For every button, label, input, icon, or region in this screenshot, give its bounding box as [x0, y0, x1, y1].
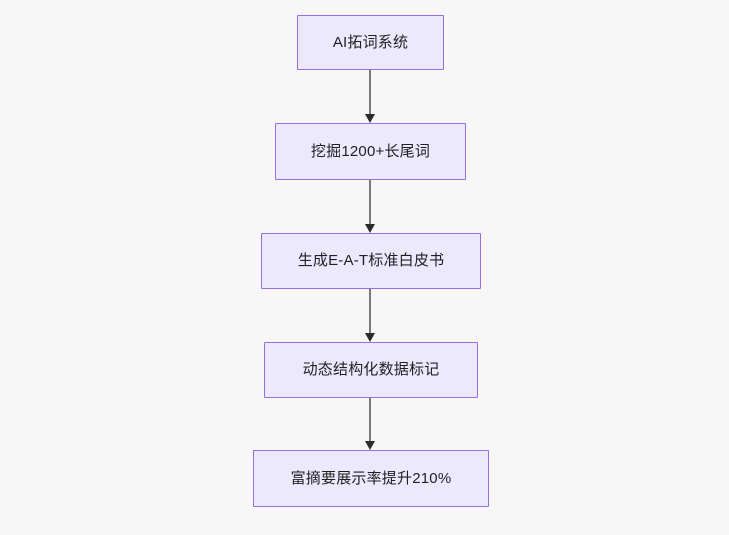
edge-line — [369, 70, 371, 115]
flow-node-mine-longtail-keywords[interactable]: 挖掘1200+长尾词 — [275, 123, 466, 180]
arrowhead-icon — [365, 114, 375, 123]
edge-node-4-to-node-5 — [365, 398, 375, 450]
arrowhead-icon — [365, 224, 375, 233]
flow-node-label: 富摘要展示率提升210% — [290, 469, 452, 487]
edge-node-3-to-node-4 — [365, 289, 375, 342]
flow-node-label: 生成E-A-T标准白皮书 — [297, 252, 445, 269]
edge-node-2-to-node-3 — [365, 180, 375, 233]
flow-node-dynamic-structured-data-markup[interactable]: 动态结构化数据标记 — [264, 342, 478, 398]
flow-node-label: AI拓词系统 — [332, 33, 409, 51]
flow-node-ai-keyword-system[interactable]: AI拓词系统 — [297, 15, 444, 70]
edge-node-1-to-node-2 — [365, 70, 375, 123]
flow-node-rich-snippet-rate-increase[interactable]: 富摘要展示率提升210% — [253, 450, 489, 507]
flow-node-label: 动态结构化数据标记 — [302, 361, 440, 378]
edge-line — [369, 398, 371, 442]
arrowhead-icon — [365, 333, 375, 342]
flow-node-label: 挖掘1200+长尾词 — [310, 142, 431, 160]
edge-line — [369, 289, 371, 334]
arrowhead-icon — [365, 441, 375, 450]
flow-node-generate-eat-whitepaper[interactable]: 生成E-A-T标准白皮书 — [261, 233, 481, 289]
edge-line — [369, 180, 371, 225]
